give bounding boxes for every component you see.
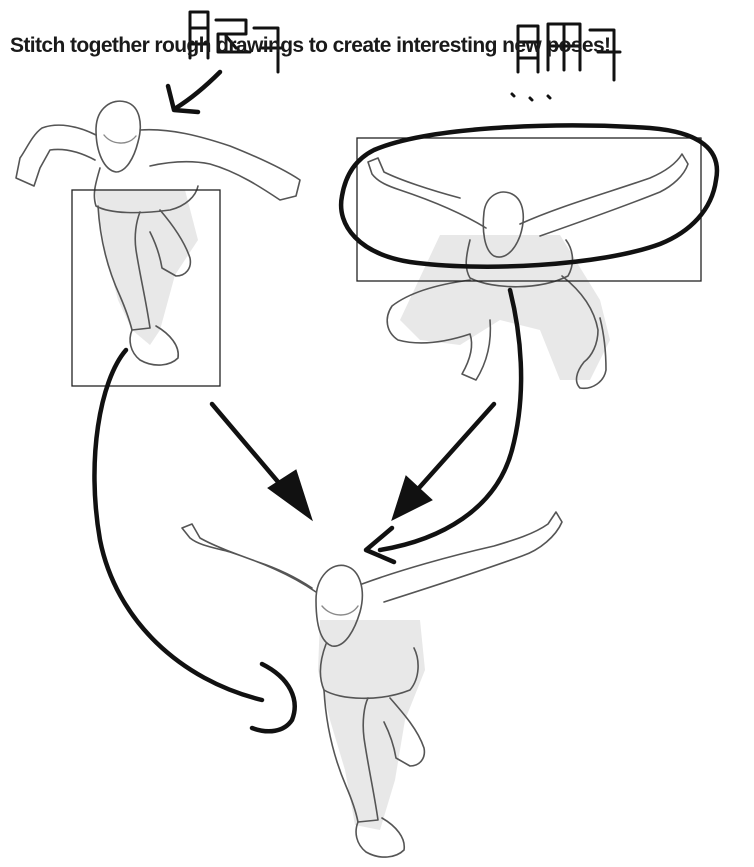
right-reference-figure: [356, 137, 702, 390]
combined-figure-torso: [319, 643, 419, 700]
left-figure-right-arm: [139, 128, 301, 201]
left-figure-foot: [129, 325, 180, 366]
right-figure-left-leg: [386, 279, 492, 381]
right-crop-frame: [356, 137, 702, 282]
left-handwritten-note: [165, 10, 284, 115]
left-figure-right-leg: [149, 209, 192, 277]
combined-figure-right-leg: [383, 697, 426, 767]
right-figure-right-arm: [519, 153, 689, 237]
combined-figure-shading: [318, 620, 425, 830]
combined-figure-head: [315, 564, 364, 647]
combined-figure-left-arm: [181, 523, 317, 593]
right-figure-right-leg: [561, 275, 607, 390]
page-title: Stitch together rough drawings to create…: [10, 34, 611, 57]
left-diagonal-arrow-head: [267, 469, 313, 522]
combined-result-figure: [181, 511, 563, 858]
right-to-result-arrowhead: [363, 525, 397, 565]
right-to-result-curve: [377, 287, 524, 553]
left-to-result-curve: [92, 347, 265, 703]
right-oval-highlight: [338, 123, 720, 269]
right-figure-torso: [465, 239, 574, 288]
left-figure-torso: [93, 167, 199, 214]
left-figure-head: [95, 100, 142, 173]
left-figure-shading: [95, 190, 198, 345]
left-note-arrow-shaft: [173, 69, 223, 111]
left-to-result-arrowhead: [249, 661, 297, 734]
left-crop-frame: [71, 189, 221, 387]
left-reference-figure: [15, 100, 301, 387]
left-figure-left-arm: [15, 124, 97, 187]
right-figure-left-arm: [367, 157, 487, 229]
combined-figure-right-arm: [361, 511, 563, 603]
combined-figure-left-leg: [323, 689, 379, 823]
right-diagonal-arrow-head: [391, 475, 433, 521]
left-diagonal-arrow-shaft: [209, 401, 293, 499]
combined-figure-foot: [355, 817, 406, 858]
right-figure-head: [482, 191, 525, 258]
ink-annotations: [92, 10, 720, 734]
right-handwritten-note: [510, 22, 622, 102]
left-note-arrow-head: [165, 83, 201, 115]
right-diagonal-arrow-shaft: [407, 401, 497, 501]
right-figure-shading: [400, 235, 610, 380]
